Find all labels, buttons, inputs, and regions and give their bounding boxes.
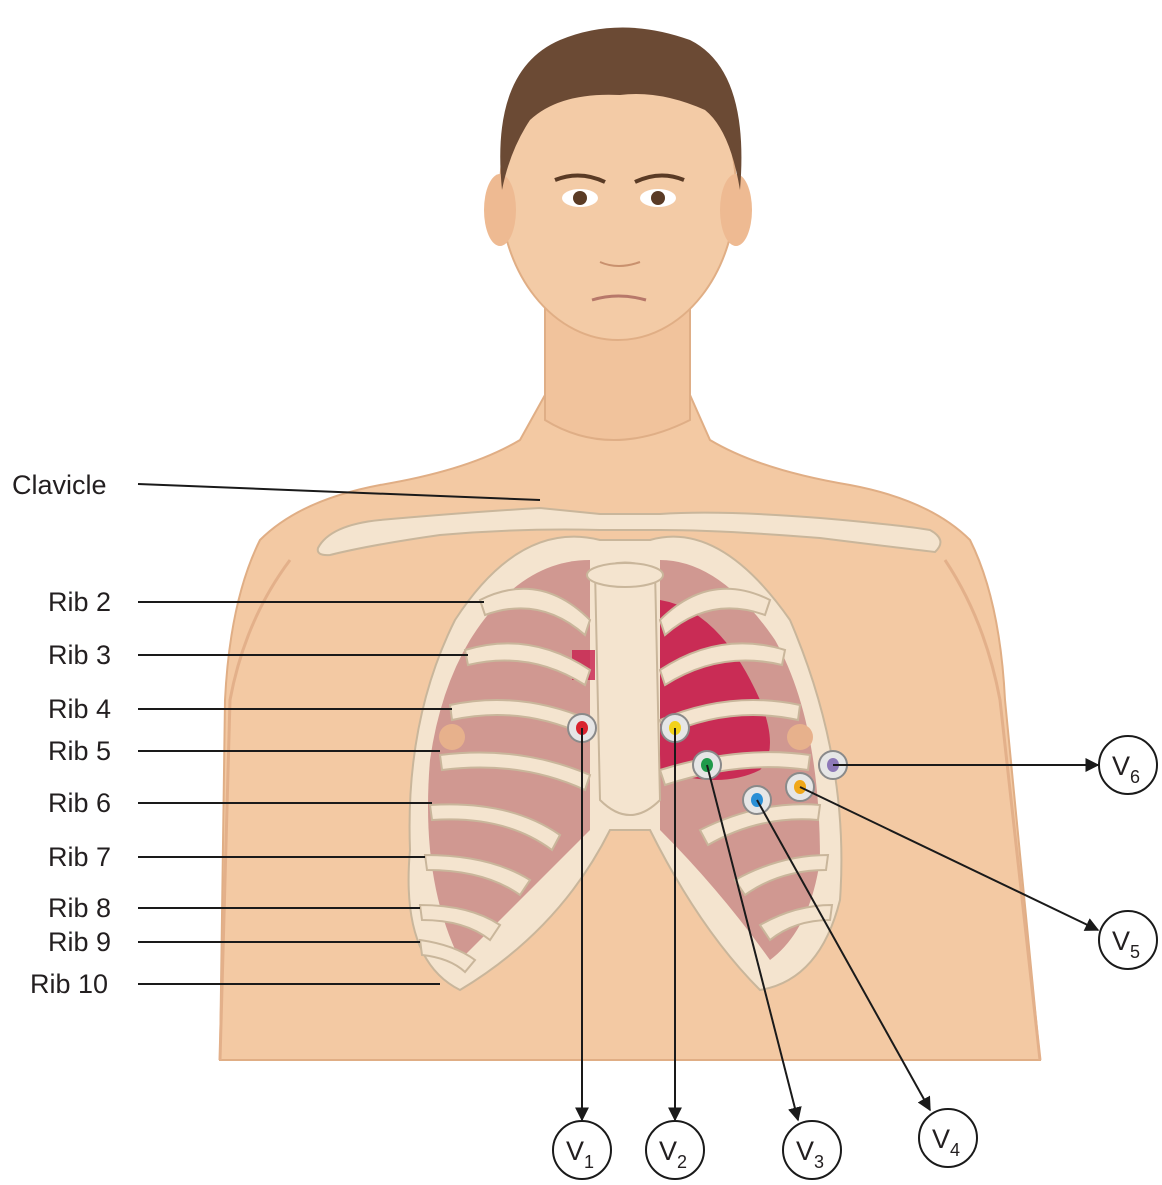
- nipple-left: [787, 724, 813, 750]
- lead-v6-letter: V: [1112, 751, 1130, 781]
- nipple-right: [439, 724, 465, 750]
- lead-v2-letter: V: [659, 1136, 677, 1166]
- label-rib4: Rib 4: [48, 694, 111, 724]
- label-rib10: Rib 10: [30, 969, 108, 999]
- label-rib2: Rib 2: [48, 587, 111, 617]
- label-rib8: Rib 8: [48, 893, 111, 923]
- lead-v4: V4: [919, 1109, 977, 1167]
- lead-v5-letter: V: [1112, 926, 1130, 956]
- lead-v1-number: 1: [584, 1152, 594, 1172]
- lead-v2-number: 2: [677, 1152, 687, 1172]
- label-rib5: Rib 5: [48, 736, 111, 766]
- lead-v6-number: 6: [1130, 767, 1140, 787]
- lead-v6: V6: [1099, 736, 1157, 794]
- label-rib9: Rib 9: [48, 927, 111, 957]
- label-clavicle: Clavicle: [12, 470, 107, 500]
- lead-v3-letter: V: [796, 1136, 814, 1166]
- lead-v1-letter: V: [566, 1136, 584, 1166]
- lead-v1: V1: [553, 1121, 611, 1179]
- lead-v2: V2: [646, 1121, 704, 1179]
- lead-v4-number: 4: [950, 1140, 960, 1160]
- lead-v5: V5: [1099, 911, 1157, 969]
- label-rib7: Rib 7: [48, 842, 111, 872]
- label-rib6: Rib 6: [48, 788, 111, 818]
- sternum: [595, 563, 660, 816]
- lead-v3-number: 3: [814, 1152, 824, 1172]
- lead-v3: V3: [783, 1121, 841, 1179]
- lead-v4-letter: V: [932, 1124, 950, 1154]
- lead-v5-number: 5: [1130, 942, 1140, 962]
- label-rib3: Rib 3: [48, 640, 111, 670]
